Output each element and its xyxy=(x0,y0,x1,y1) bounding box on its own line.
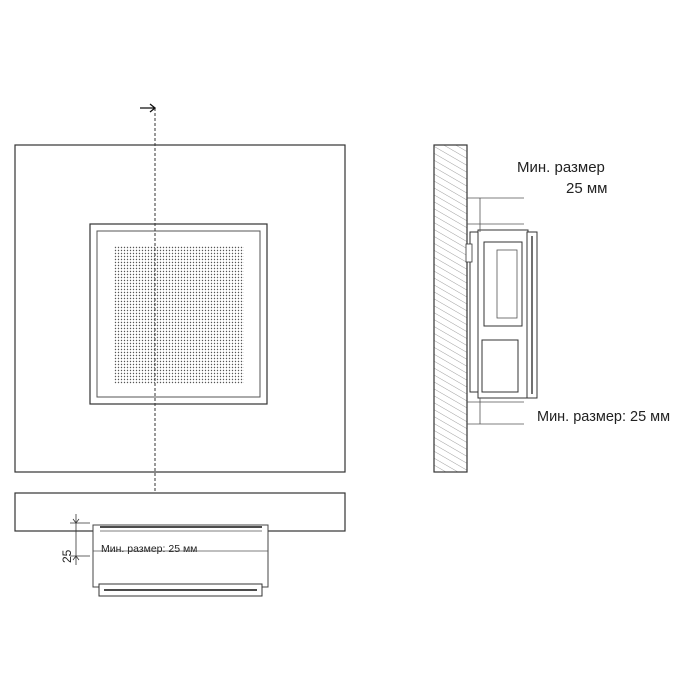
dimension-25: 25 xyxy=(60,514,90,565)
bottom-min-size-label: Мин. размер: 25 мм xyxy=(101,543,197,555)
grille-mesh xyxy=(114,246,244,384)
side-top-label-line2: 25 мм xyxy=(566,180,607,197)
dimension-value-label: 25 xyxy=(60,549,74,563)
grille-inner-frame xyxy=(96,230,261,398)
front-view: A xyxy=(14,103,346,521)
unit-body-section xyxy=(92,524,269,588)
unit-upper-inner xyxy=(496,249,518,319)
unit-bracket xyxy=(465,243,473,263)
unit-lower-box xyxy=(481,339,519,393)
side-top-label-line1: Мин. размер xyxy=(517,159,605,176)
section-view: Мин. размер: 25 мм 25 xyxy=(14,492,346,597)
wall-hatched xyxy=(433,144,468,473)
side-bottom-label: Мин. размер: 25 мм xyxy=(537,409,670,425)
section-arrow-top xyxy=(140,103,157,113)
side-view: Мин. размер 25 мм Мин. размер: 25 мм xyxy=(433,144,670,473)
